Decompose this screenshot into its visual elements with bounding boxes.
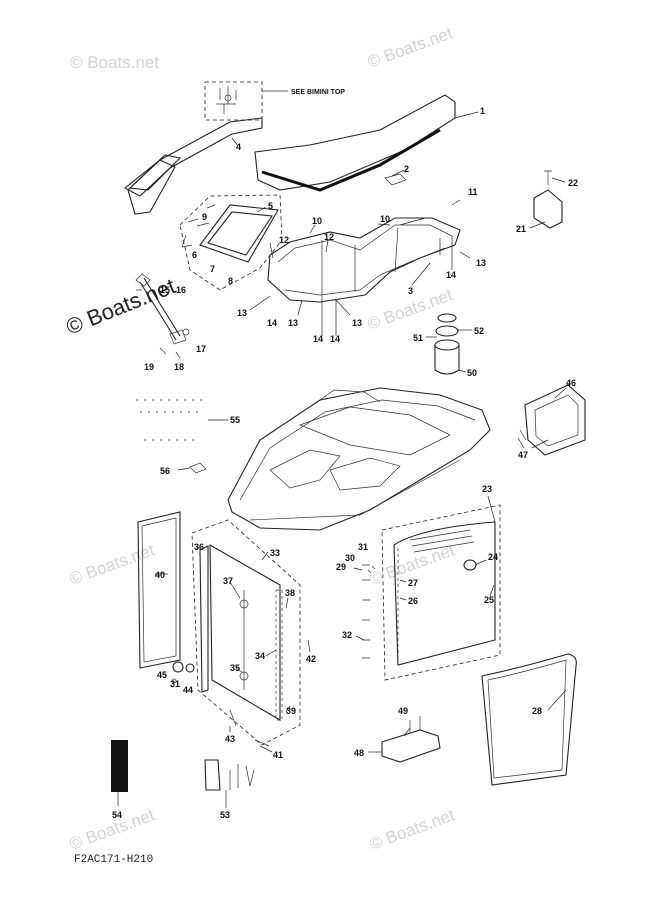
callout-50: 50 bbox=[467, 368, 477, 378]
door-assembly bbox=[191, 519, 301, 747]
callout-45: 45 bbox=[157, 670, 167, 680]
watermark-bottom-right: © Boats.net bbox=[367, 805, 457, 853]
windshield-clip-icon bbox=[384, 173, 407, 186]
callout-35: 35 bbox=[230, 663, 240, 673]
small-parts-left bbox=[171, 661, 195, 684]
callout-9: 9 bbox=[202, 212, 207, 222]
callout-28: 28 bbox=[532, 706, 542, 716]
bimini-fitting-group bbox=[204, 81, 288, 121]
glass-pane-group bbox=[179, 194, 283, 291]
drink-holder-group bbox=[434, 313, 460, 375]
callout-1: 1 bbox=[480, 106, 485, 116]
callout-8: 8 bbox=[228, 276, 233, 286]
callout-42: 42 bbox=[306, 654, 316, 664]
support-rod-group bbox=[135, 273, 190, 359]
decal-group bbox=[136, 399, 207, 474]
callout-34: 34 bbox=[255, 651, 265, 661]
callout-10-left: 10 bbox=[312, 216, 322, 226]
callout-11: 11 bbox=[468, 187, 478, 197]
tool-kit-group bbox=[204, 759, 255, 791]
callout-53: 53 bbox=[220, 810, 230, 820]
callout-12-right: 12 bbox=[324, 232, 334, 242]
callout-49: 49 bbox=[398, 706, 408, 716]
callout-3: 3 bbox=[408, 286, 413, 296]
callout-54: 54 bbox=[112, 810, 122, 820]
callout-41: 41 bbox=[273, 750, 283, 760]
callout-52: 52 bbox=[474, 326, 484, 336]
windshield-latch-group bbox=[533, 170, 563, 229]
side-panel-40 bbox=[137, 511, 181, 669]
callout-46: 46 bbox=[566, 378, 576, 388]
watermark-top-right: © Boats.net bbox=[365, 23, 455, 71]
callout-4: 4 bbox=[236, 142, 241, 152]
callout-55: 55 bbox=[230, 415, 240, 425]
callout-51: 51 bbox=[413, 333, 423, 343]
callout-29: 29 bbox=[336, 562, 346, 572]
callout-18: 18 bbox=[174, 362, 184, 372]
svg-text:© Boats.net: © Boats.net bbox=[365, 23, 455, 71]
label-sticker-54 bbox=[111, 740, 128, 792]
callout-13-c: 13 bbox=[352, 318, 362, 328]
callout-14-b: 14 bbox=[313, 334, 323, 344]
windshield-panel-side bbox=[254, 94, 456, 192]
callout-33: 33 bbox=[270, 548, 280, 558]
see-bimini-note: SEE BIMINI TOP bbox=[291, 89, 345, 96]
callout-44: 44 bbox=[183, 685, 193, 695]
diagram-code: F2AC171-H210 bbox=[74, 854, 153, 866]
callout-2: 2 bbox=[404, 164, 409, 174]
cover-28 bbox=[481, 653, 577, 786]
svg-text:© Boats.net: © Boats.net bbox=[367, 805, 457, 853]
callout-14-c: 14 bbox=[330, 334, 340, 344]
callout-17: 17 bbox=[196, 344, 206, 354]
callout-40: 40 bbox=[155, 570, 165, 580]
callout-37: 37 bbox=[223, 576, 233, 586]
svg-text:© Boats.net: © Boats.net bbox=[70, 53, 159, 72]
callout-27: 27 bbox=[408, 578, 418, 588]
callout-19: 19 bbox=[144, 362, 154, 372]
callout-24: 24 bbox=[488, 552, 498, 562]
vent-group bbox=[517, 384, 586, 456]
callout-14-d: 14 bbox=[446, 270, 456, 280]
svg-text:© Boats.net: © Boats.net bbox=[67, 540, 157, 588]
callout-23: 23 bbox=[482, 484, 492, 494]
callout-7: 7 bbox=[210, 264, 215, 274]
callout-5: 5 bbox=[268, 201, 273, 211]
callout-6: 6 bbox=[192, 250, 197, 260]
callout-56: 56 bbox=[160, 466, 170, 476]
callout-13-a: 13 bbox=[237, 308, 247, 318]
callout-39: 39 bbox=[286, 706, 296, 716]
callout-30: 30 bbox=[345, 553, 355, 563]
callout-16: 16 bbox=[176, 285, 186, 295]
callout-14-a: 14 bbox=[267, 318, 277, 328]
callout-13-b: 13 bbox=[288, 318, 298, 328]
callout-21: 21 bbox=[516, 224, 526, 234]
callout-25: 25 bbox=[484, 595, 494, 605]
leader-lines bbox=[117, 111, 567, 808]
callout-labels: 1 2 3 4 5 6 7 8 9 10 10 11 12 12 13 13 1… bbox=[112, 106, 578, 820]
watermark-center-left: © Boats.net bbox=[67, 540, 157, 588]
hatch-door-23 bbox=[362, 504, 501, 681]
callout-48: 48 bbox=[354, 748, 364, 758]
callout-15: 15 bbox=[160, 285, 170, 295]
callout-13-d: 13 bbox=[476, 258, 486, 268]
callout-31-left: 31 bbox=[170, 679, 180, 689]
boat-hull bbox=[227, 387, 491, 531]
callout-10-right: 10 bbox=[380, 214, 390, 224]
callout-22: 22 bbox=[568, 178, 578, 188]
watermark-top-left: © Boats.net bbox=[70, 53, 159, 72]
callout-43: 43 bbox=[225, 734, 235, 744]
callout-36: 36 bbox=[194, 542, 204, 552]
callout-47: 47 bbox=[518, 450, 528, 460]
callout-26: 26 bbox=[408, 596, 418, 606]
windshield-main bbox=[267, 217, 461, 303]
tray-48 bbox=[381, 716, 441, 763]
callout-31-right: 31 bbox=[358, 542, 368, 552]
callout-38: 38 bbox=[285, 588, 295, 598]
callout-12-left: 12 bbox=[279, 235, 289, 245]
windshield-frame-top bbox=[124, 117, 263, 215]
callout-32: 32 bbox=[342, 630, 352, 640]
